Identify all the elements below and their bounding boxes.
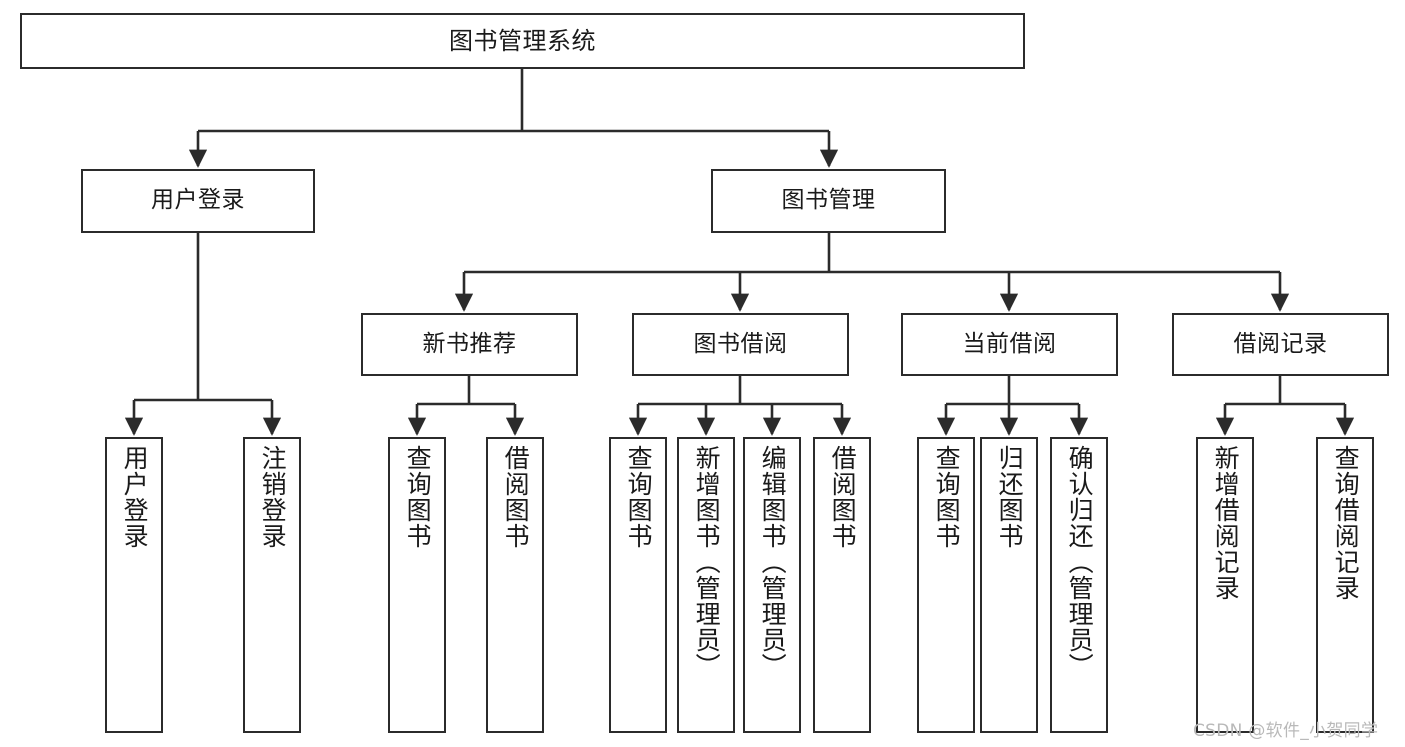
node-new-book-rec[interactable]: 新书推荐 (361, 313, 578, 376)
node-leaf-add-record[interactable]: 新增借阅记录 (1196, 437, 1254, 733)
node-new-book-rec-label: 新书推荐 (422, 330, 517, 357)
node-root[interactable]: 图书管理系统 (20, 13, 1025, 69)
node-leaf-return-book-label: 归还图书 (995, 445, 1025, 549)
node-book-manage[interactable]: 图书管理 (711, 169, 946, 233)
node-root-label: 图书管理系统 (449, 26, 596, 55)
node-leaf-confirm-return[interactable]: 确认归还（管理员） (1050, 437, 1108, 733)
node-leaf-logout-login[interactable]: 注销登录 (243, 437, 301, 733)
node-leaf-query-book-3-label: 查询图书 (932, 445, 962, 549)
node-leaf-borrow-book-2[interactable]: 借阅图书 (813, 437, 871, 733)
node-leaf-query-record-label: 查询借阅记录 (1331, 445, 1361, 601)
node-user-login-label: 用户登录 (151, 187, 245, 214)
node-leaf-confirm-return-label: 确认归还（管理员） (1065, 445, 1095, 679)
node-book-borrow[interactable]: 图书借阅 (632, 313, 849, 376)
node-leaf-borrow-book-1-label: 借阅图书 (501, 445, 531, 549)
node-user-login[interactable]: 用户登录 (81, 169, 315, 233)
node-leaf-query-book-1-label: 查询图书 (403, 445, 433, 549)
node-leaf-edit-book[interactable]: 编辑图书（管理员） (743, 437, 801, 733)
node-leaf-user-login-label: 用户登录 (120, 445, 150, 549)
node-leaf-query-book-3[interactable]: 查询图书 (917, 437, 975, 733)
node-current-borrow-label: 当前借阅 (962, 330, 1057, 357)
node-leaf-return-book[interactable]: 归还图书 (980, 437, 1038, 733)
node-leaf-add-book-label: 新增图书（管理员） (692, 445, 722, 679)
node-leaf-query-record[interactable]: 查询借阅记录 (1316, 437, 1374, 733)
node-leaf-edit-book-label: 编辑图书（管理员） (758, 445, 788, 679)
node-leaf-user-login[interactable]: 用户登录 (105, 437, 163, 733)
node-leaf-add-record-label: 新增借阅记录 (1211, 445, 1241, 601)
node-leaf-borrow-book-1[interactable]: 借阅图书 (486, 437, 544, 733)
node-borrow-record-label: 借阅记录 (1233, 330, 1328, 357)
node-borrow-record[interactable]: 借阅记录 (1172, 313, 1389, 376)
node-book-borrow-label: 图书借阅 (693, 330, 788, 357)
node-leaf-add-book[interactable]: 新增图书（管理员） (677, 437, 735, 733)
node-leaf-query-book-2[interactable]: 查询图书 (609, 437, 667, 733)
csdn-watermark: CSDN @软件_小贺同学 (1193, 721, 1379, 741)
node-leaf-borrow-book-2-label: 借阅图书 (828, 445, 858, 549)
node-book-manage-label: 图书管理 (781, 187, 876, 214)
node-leaf-query-book-1[interactable]: 查询图书 (388, 437, 446, 733)
node-leaf-logout-login-label: 注销登录 (258, 445, 288, 549)
node-leaf-query-book-2-label: 查询图书 (624, 445, 654, 549)
node-current-borrow[interactable]: 当前借阅 (901, 313, 1118, 376)
